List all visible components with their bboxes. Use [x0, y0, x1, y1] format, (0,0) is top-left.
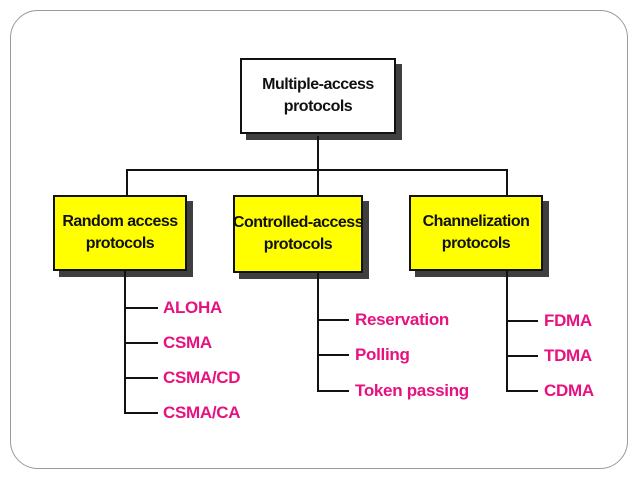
leaf-label-fdma: FDMA	[544, 311, 592, 330]
branch-box-label-line2: protocols	[263, 236, 333, 253]
branch-box-label-line2: protocols	[85, 235, 155, 252]
tick-csma-cd	[124, 377, 158, 379]
stem-controlled-access	[317, 273, 319, 392]
branch-box-random-access: Random access protocols	[53, 195, 187, 271]
root-box-label-line2: protocols	[283, 98, 353, 115]
root-box-label-line1: Multiple-access	[262, 76, 374, 93]
tick-aloha	[124, 307, 158, 309]
leaf-label-csma-cd: CSMA/CD	[163, 368, 241, 387]
tick-tdma	[506, 355, 538, 357]
connector-root-vertical	[317, 136, 319, 196]
tick-csma-ca	[124, 412, 158, 414]
leaf-label-token-passing: Token passing	[355, 381, 469, 400]
tick-csma	[124, 342, 158, 344]
leaf-label-csma: CSMA	[163, 333, 212, 352]
tick-cdma	[506, 390, 538, 392]
tick-fdma	[506, 320, 538, 322]
leaf-label-aloha: ALOHA	[163, 298, 222, 317]
leaf-label-tdma: TDMA	[544, 346, 592, 365]
branch-box-label-line1: Random access	[62, 213, 178, 230]
stem-channelization	[506, 271, 508, 392]
branch-box-channelization: Channelization protocols	[409, 195, 543, 271]
branch-box-label-line1: Controlled-access	[232, 214, 364, 231]
connector-drop-right	[506, 169, 508, 196]
root-box-multiple-access: Multiple-access protocols	[240, 58, 396, 134]
leaf-label-cdma: CDMA	[544, 381, 594, 400]
tick-token-passing	[317, 390, 349, 392]
branch-box-label-line1: Channelization	[422, 213, 530, 230]
connector-drop-left	[126, 169, 128, 196]
branch-box-label-line2: protocols	[441, 235, 511, 252]
leaf-label-csma-ca: CSMA/CA	[163, 403, 241, 422]
leaf-label-polling: Polling	[355, 345, 410, 364]
branch-box-controlled-access: Controlled-access protocols	[232, 195, 364, 273]
tick-reservation	[317, 319, 349, 321]
leaf-label-reservation: Reservation	[355, 310, 450, 329]
connector-horizontal-bus	[126, 169, 508, 171]
tick-polling	[317, 354, 349, 356]
